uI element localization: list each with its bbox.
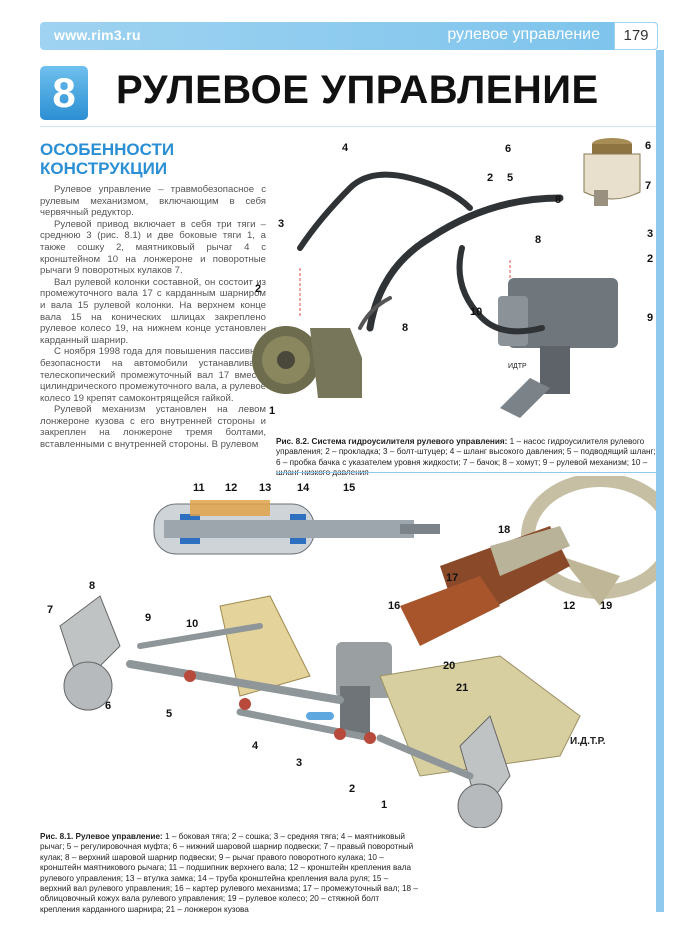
section-title: ОСОБЕННОСТИ КОНСТРУКЦИИ [40, 140, 260, 178]
label-14: 14 [297, 482, 310, 494]
label-3b: 3 [647, 228, 654, 240]
label-12b: 12 [563, 600, 576, 612]
label-2: 2 [349, 783, 356, 795]
running-header: www.rim3.ru рулевое управление 179 [40, 22, 658, 50]
pendulum-bracket-drawing [219, 595, 311, 697]
steering-gear-drawing: ИДТР [498, 278, 618, 418]
label-12a: 12 [225, 482, 238, 494]
label-1: 1 [269, 405, 276, 417]
leader-dashes [299, 258, 511, 318]
running-section-title: рулевое управление [447, 26, 600, 43]
label-16: 16 [388, 600, 401, 612]
label-8: 8 [89, 580, 96, 592]
chapter-title: РУЛЕВОЕ УПРАВЛЕНИЕ [116, 68, 599, 112]
label-18: 18 [498, 524, 511, 536]
label-4: 4 [252, 740, 259, 752]
label-7: 7 [645, 180, 652, 192]
caption-divider [276, 472, 656, 473]
label-15: 15 [343, 482, 356, 494]
hoses-drawing [297, 171, 564, 335]
steering-system-illustration: И.Д.Т.Р. [59, 476, 656, 828]
figure-8-1-caption-text: 1 – боковая тяга; 2 – сошка; 3 – средняя… [40, 832, 418, 914]
knuckle-drawing [59, 595, 511, 828]
figure-8-1-caption-title: Рис. 8.1. Рулевое управление: [40, 832, 163, 841]
label-17: 17 [446, 572, 459, 584]
tie-rods-drawing [126, 623, 474, 780]
label-13: 13 [259, 482, 272, 494]
label-7: 7 [47, 604, 54, 616]
steering-gear-housing-drawing [336, 642, 392, 736]
figure-8-2-caption-title: Рис. 8.2. Система гидроусилителя рулевог… [276, 437, 508, 446]
paragraph: Рулевое управление – травмобезопасное с … [40, 184, 266, 219]
section-title-line-2: КОНСТРУКЦИИ [40, 159, 168, 178]
label-8c: 8 [402, 322, 409, 334]
paragraph: С ноября 1998 года для повышения пассивн… [40, 346, 266, 404]
label-5: 5 [507, 172, 514, 184]
paragraph: Рулевой механизм установлен на левом лон… [40, 404, 266, 451]
page-number: 179 [614, 22, 658, 50]
label-6: 6 [505, 143, 512, 155]
label-11: 11 [193, 482, 205, 494]
label-21: 21 [456, 682, 469, 694]
label-8a: 8 [555, 194, 562, 206]
label-1: 1 [381, 799, 388, 811]
label-2c: 2 [255, 283, 262, 295]
power-steering-illustration: ИДТР [252, 138, 641, 418]
upper-shaft-drawing [153, 500, 440, 555]
frame-member-drawing [379, 655, 581, 777]
reservoir-drawing [583, 138, 641, 206]
label-6b: 6 [645, 140, 652, 152]
body-text: Рулевое управление – травмобезопасное с … [40, 184, 266, 451]
section-title-line-1: ОСОБЕННОСТИ [40, 140, 175, 159]
chapter-number-badge: 8 [40, 66, 88, 120]
label-20: 20 [443, 660, 456, 672]
svg-text:И.Д.Т.Р.: И.Д.Т.Р. [570, 736, 606, 747]
label-8b: 8 [535, 234, 542, 246]
label-9: 9 [145, 612, 152, 624]
label-2b: 2 [647, 253, 654, 265]
label-4: 4 [342, 142, 349, 154]
svg-text:ИДТР: ИДТР [508, 363, 527, 370]
label-10: 10 [186, 618, 199, 630]
label-10: 10 [470, 306, 483, 318]
label-2a: 2 [487, 172, 494, 184]
pump-drawing [252, 326, 362, 398]
label-5: 5 [166, 708, 173, 720]
title-divider [40, 126, 656, 127]
label-9: 9 [647, 312, 654, 324]
ball-joints-drawing [184, 670, 376, 744]
label-3: 3 [296, 757, 303, 769]
paragraph: Рулевой привод включает в себя три тяги … [40, 218, 266, 277]
column-shroud-drawing [400, 526, 570, 646]
paragraph: Вал рулевой колонки составной, он состои… [40, 276, 266, 346]
page-edge-bar [656, 50, 664, 912]
label-6: 6 [105, 700, 112, 712]
figure-8-1-caption: Рис. 8.1. Рулевое управление: 1 – бокова… [40, 832, 420, 915]
site-url[interactable]: www.rim3.ru [54, 27, 141, 43]
label-19: 19 [600, 600, 613, 612]
label-3a: 3 [278, 218, 285, 230]
